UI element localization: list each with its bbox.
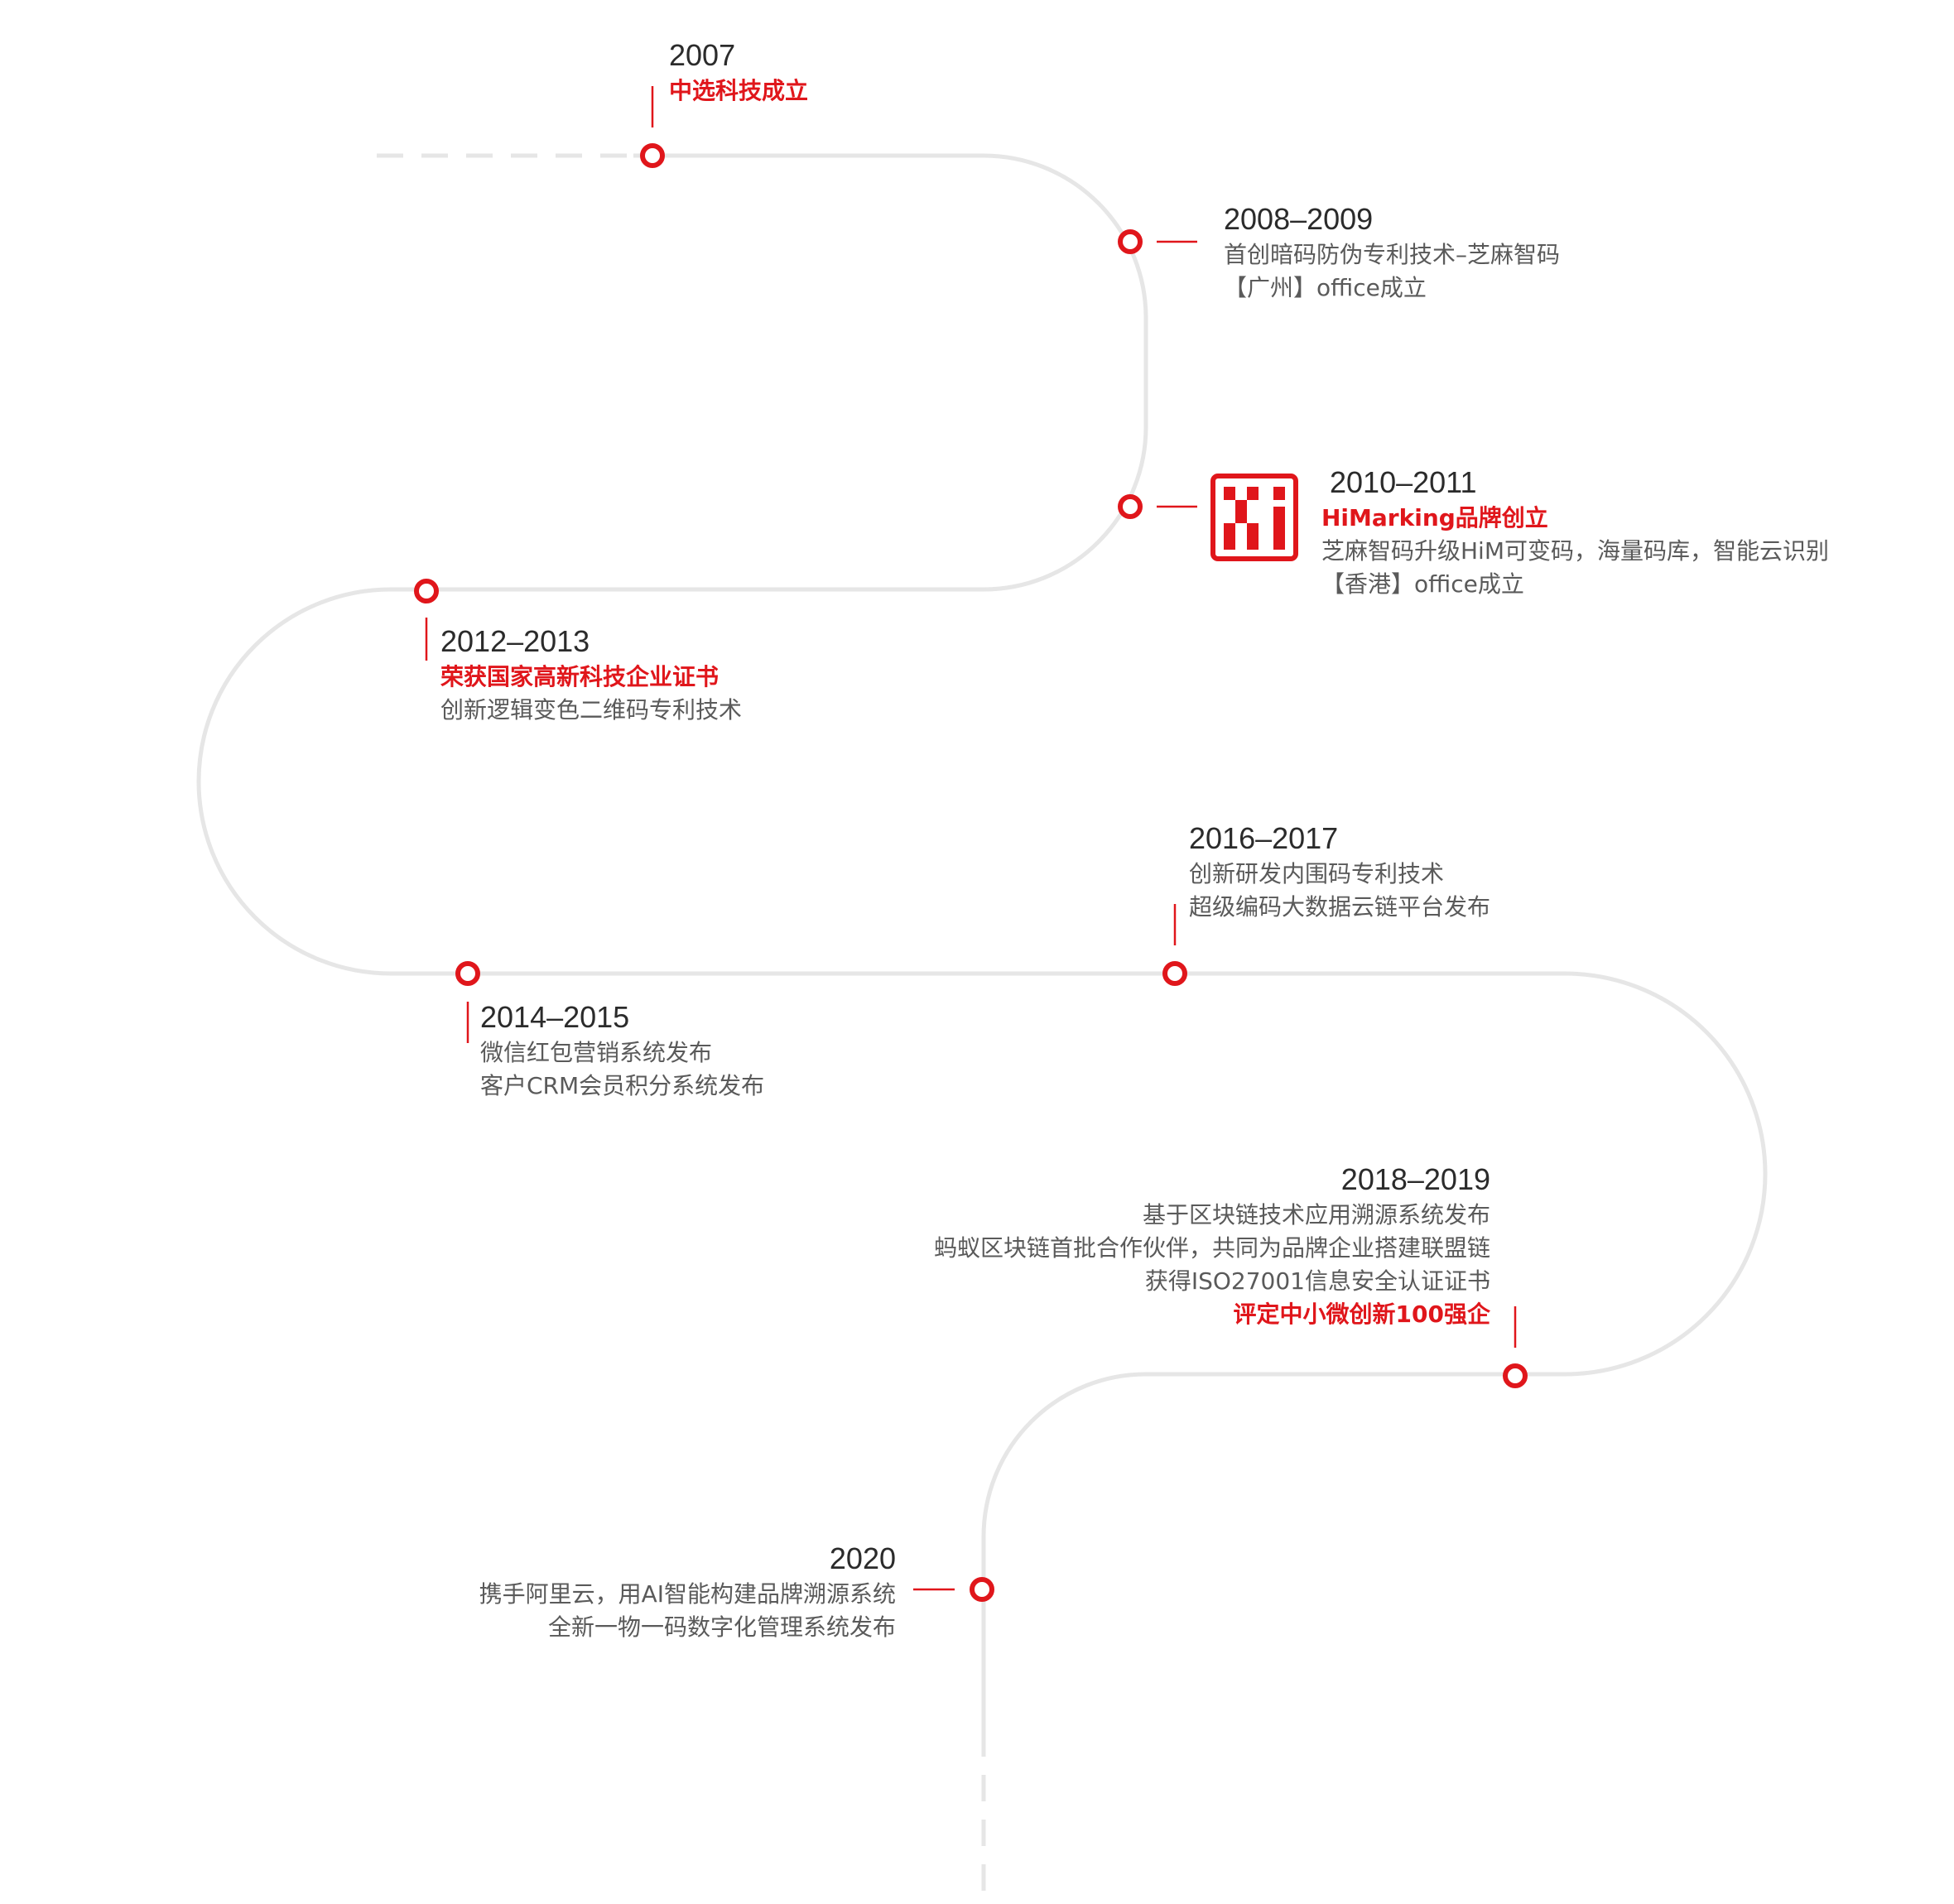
milestone-year: 2018–2019 [1340,1162,1490,1196]
milestone-2007: 2007 中选科技成立 [669,36,808,108]
milestone-line: 客户CRM会员积分系统发布 [480,1072,765,1099]
milestone-line: 首创暗码防伪专利技术–芝麻智码 [1224,241,1561,268]
milestone-node-2012-2013[interactable] [414,579,439,603]
milestone-line: 微信红包营销系统发布 [480,1039,713,1066]
milestone-line: 创新研发内围码专利技术 [1189,860,1445,887]
milestone-node-2018-2019[interactable] [1503,1363,1528,1388]
milestone-line: 【香港】office成立 [1321,570,1524,598]
himarking-logo-icon [1210,474,1298,561]
milestone-line: HiMarking品牌创立 [1321,504,1548,531]
milestone-line: 荣获国家高新科技企业证书 [440,663,720,690]
milestone-2014-2015: 2014–2015 微信红包营销系统发布 客户CRM会员积分系统发布 [480,998,764,1103]
milestone-line: 获得ISO27001信息安全认证证书 [1144,1267,1490,1295]
milestone-year: 2010–2011 [1330,465,1477,499]
milestone-line: 芝麻智码升级HiM可变码，海量码库，智能云识别 [1321,537,1829,565]
milestone-year: 2012–2013 [440,624,590,658]
milestone-2010-2011: 2010–2011 HiMarking品牌创立 芝麻智码升级HiM可变码，海量码… [1321,464,1829,601]
milestone-node-2020[interactable] [970,1577,994,1602]
milestone-line: 评定中小微创新100强企 [1233,1301,1490,1328]
milestone-2016-2017: 2016–2017 创新研发内围码专利技术 超级编码大数据云链平台发布 [1189,820,1490,924]
milestone-node-2010-2011[interactable] [1118,494,1143,519]
milestone-year: 2008–2009 [1224,202,1374,236]
milestone-line: 基于区块链技术应用溯源系统发布 [1142,1201,1490,1228]
milestone-line: 创新逻辑变色二维码专利技术 [440,696,743,724]
milestone-node-2014-2015[interactable] [455,961,480,986]
milestone-2018-2019: 2018–2019 基于区块链技术应用溯源系统发布 蚂蚁区块链首批合作伙伴，共同… [934,1161,1490,1331]
milestone-2008-2009: 2008–2009 首创暗码防伪专利技术–芝麻智码 【广州】office成立 [1224,200,1560,305]
milestone-node-2007[interactable] [640,143,665,168]
milestone-year: 2016–2017 [1189,821,1339,855]
milestone-line: 超级编码大数据云链平台发布 [1189,893,1491,921]
milestone-year: 2007 [669,38,736,72]
milestone-line: 携手阿里云，用AI智能构建品牌溯源系统 [479,1580,896,1608]
timeline-main-curve [196,153,1768,1730]
milestone-year: 2014–2015 [480,1000,630,1034]
milestone-2012-2013: 2012–2013 荣获国家高新科技企业证书 创新逻辑变色二维码专利技术 [440,623,742,727]
milestone-year: 2020 [829,1541,896,1575]
milestone-node-2016-2017[interactable] [1162,961,1187,986]
milestone-node-2008-2009[interactable] [1118,229,1143,254]
milestone-line: 全新一物一码数字化管理系统发布 [547,1613,896,1641]
milestone-line: 蚂蚁区块链首批合作伙伴，共同为品牌企业搭建联盟链 [933,1234,1490,1262]
milestone-line: 【广州】office成立 [1224,274,1427,301]
milestone-2020: 2020 携手阿里云，用AI智能构建品牌溯源系统 全新一物一码数字化管理系统发布 [479,1540,896,1644]
milestone-line: 中选科技成立 [669,77,809,104]
